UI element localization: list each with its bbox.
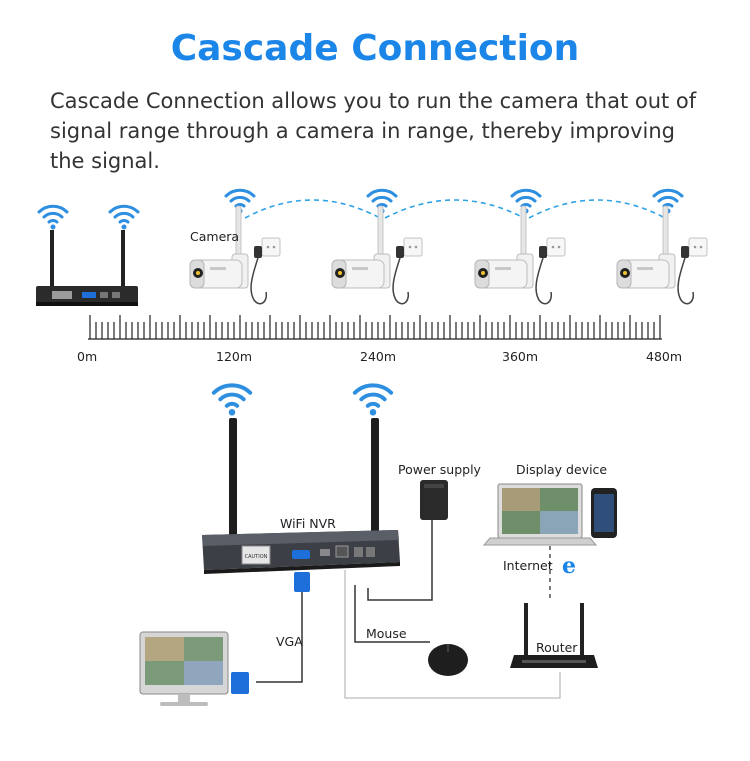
svg-text:e: e — [562, 553, 576, 579]
nvr-small — [36, 204, 140, 306]
vga-label: VGA — [276, 634, 303, 649]
page-title: Cascade Connection — [170, 28, 580, 69]
smartphone — [591, 488, 617, 538]
router — [510, 603, 598, 668]
nvr-label: WiFi NVR — [280, 516, 336, 531]
distance-label-2: 240m — [360, 349, 397, 364]
distance-label-1: 120m — [216, 349, 253, 364]
distance-label-3: 360m — [502, 349, 539, 364]
internet-explorer-icon: e — [562, 553, 576, 579]
cables — [256, 520, 433, 683]
camera-2 — [331, 188, 423, 305]
nvr-large: CAUTION — [202, 383, 400, 574]
internet-label: Internet — [503, 558, 553, 573]
cascade-links — [244, 199, 666, 219]
description-text: Cascade Connection allows you to run the… — [50, 89, 697, 173]
mouse — [428, 644, 468, 676]
caution-label: CAUTION — [245, 554, 268, 560]
distance-ruler — [88, 315, 662, 340]
laptop — [482, 483, 598, 546]
mouse-label: Mouse — [366, 626, 407, 641]
camera-label: Camera — [190, 229, 240, 244]
power-supply-label: Power supply — [398, 462, 481, 477]
camera-4 — [616, 188, 708, 305]
camera-1 — [189, 188, 281, 305]
display-device-label: Display device — [516, 462, 608, 477]
camera-3 — [474, 188, 566, 305]
monitor — [139, 631, 229, 706]
router-label: Router — [536, 640, 578, 655]
distance-label-0: 0m — [77, 349, 98, 364]
power-adapter — [420, 480, 448, 520]
distance-label-4: 480m — [646, 349, 683, 364]
vga-plug — [231, 572, 310, 694]
